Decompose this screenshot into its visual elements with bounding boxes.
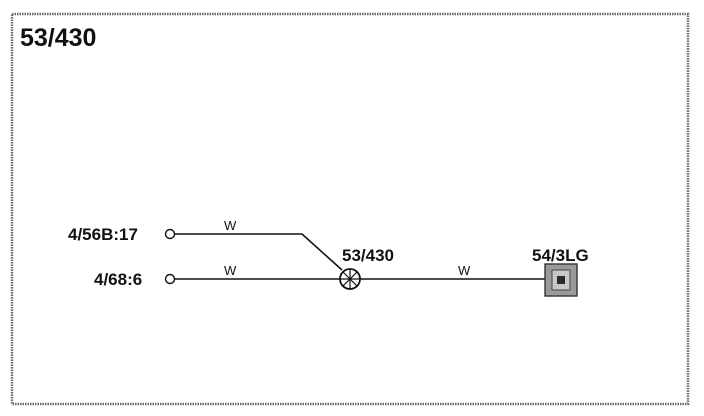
wire-label-1: W	[224, 218, 237, 233]
terminal-label-2: 4/68:6	[94, 270, 142, 289]
wire-label-2: W	[224, 263, 237, 278]
diagram-title: 53/430	[20, 24, 96, 52]
terminal-circle-1	[164, 228, 176, 240]
splice-icon	[339, 268, 361, 290]
terminal-label-1: 4/56B:17	[68, 225, 138, 244]
connector-icon	[544, 263, 578, 297]
wire-terminal-1-to-splice	[175, 233, 343, 271]
output-wire-label: W	[458, 263, 471, 278]
terminal-circle-2	[164, 273, 176, 285]
connector-label: 54/3LG	[532, 246, 589, 265]
diagram-frame	[10, 12, 690, 406]
splice-label: 53/430	[342, 246, 394, 265]
